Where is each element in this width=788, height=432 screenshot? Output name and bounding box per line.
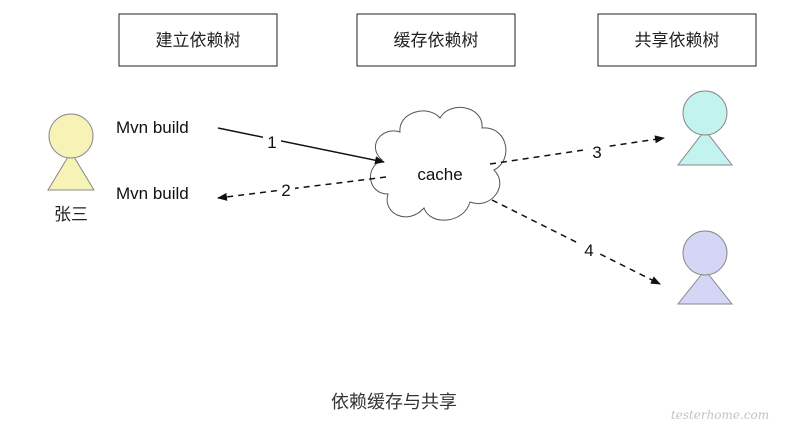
user-zhangsan-icon xyxy=(47,113,95,191)
user-lavender-icon xyxy=(676,230,734,305)
header-box-build: 建立依赖树 xyxy=(118,13,278,67)
user-teal-head xyxy=(682,90,728,136)
header-box-cache-label: 缓存依赖树 xyxy=(394,31,479,51)
edge-3-arrow xyxy=(489,135,665,165)
cache-cloud-icon: cache xyxy=(370,107,507,221)
user-teal-body xyxy=(676,129,734,166)
header-box-build-label: 建立依赖树 xyxy=(156,31,241,51)
edge-2-text: Mvn build xyxy=(116,184,189,203)
edge-1-arrow xyxy=(217,127,385,165)
header-box-share-label: 共享依赖树 xyxy=(635,31,720,51)
edge-4-arrow xyxy=(491,199,661,285)
watermark: testerhome.com xyxy=(671,408,769,422)
edge-1-number: 1 xyxy=(267,133,276,152)
edge-2-number-bg xyxy=(277,180,295,200)
edge-1-text: Mvn build xyxy=(116,118,189,137)
user-zhangsan-head xyxy=(48,113,94,159)
user-zhangsan-body xyxy=(47,151,95,191)
header-box-cache: 缓存依赖树 xyxy=(356,13,516,67)
user-teal-icon xyxy=(676,90,734,166)
user-lavender-body xyxy=(676,269,734,305)
header-box-share: 共享依赖树 xyxy=(597,13,757,67)
diagram-caption: 依赖缓存与共享 xyxy=(331,392,457,413)
edge-2-arrow xyxy=(217,176,387,201)
edge-4-number: 4 xyxy=(584,241,593,260)
edge-3-number-bg xyxy=(588,140,606,162)
user-lavender-head xyxy=(682,230,728,276)
edge-4-number-bg xyxy=(580,238,598,260)
user-zhangsan-name: 张三 xyxy=(54,205,88,225)
edge-3-number: 3 xyxy=(592,143,601,162)
cache-label: cache xyxy=(417,165,462,184)
edge-1-number-bg xyxy=(263,132,281,152)
edge-2-number: 2 xyxy=(281,181,290,200)
